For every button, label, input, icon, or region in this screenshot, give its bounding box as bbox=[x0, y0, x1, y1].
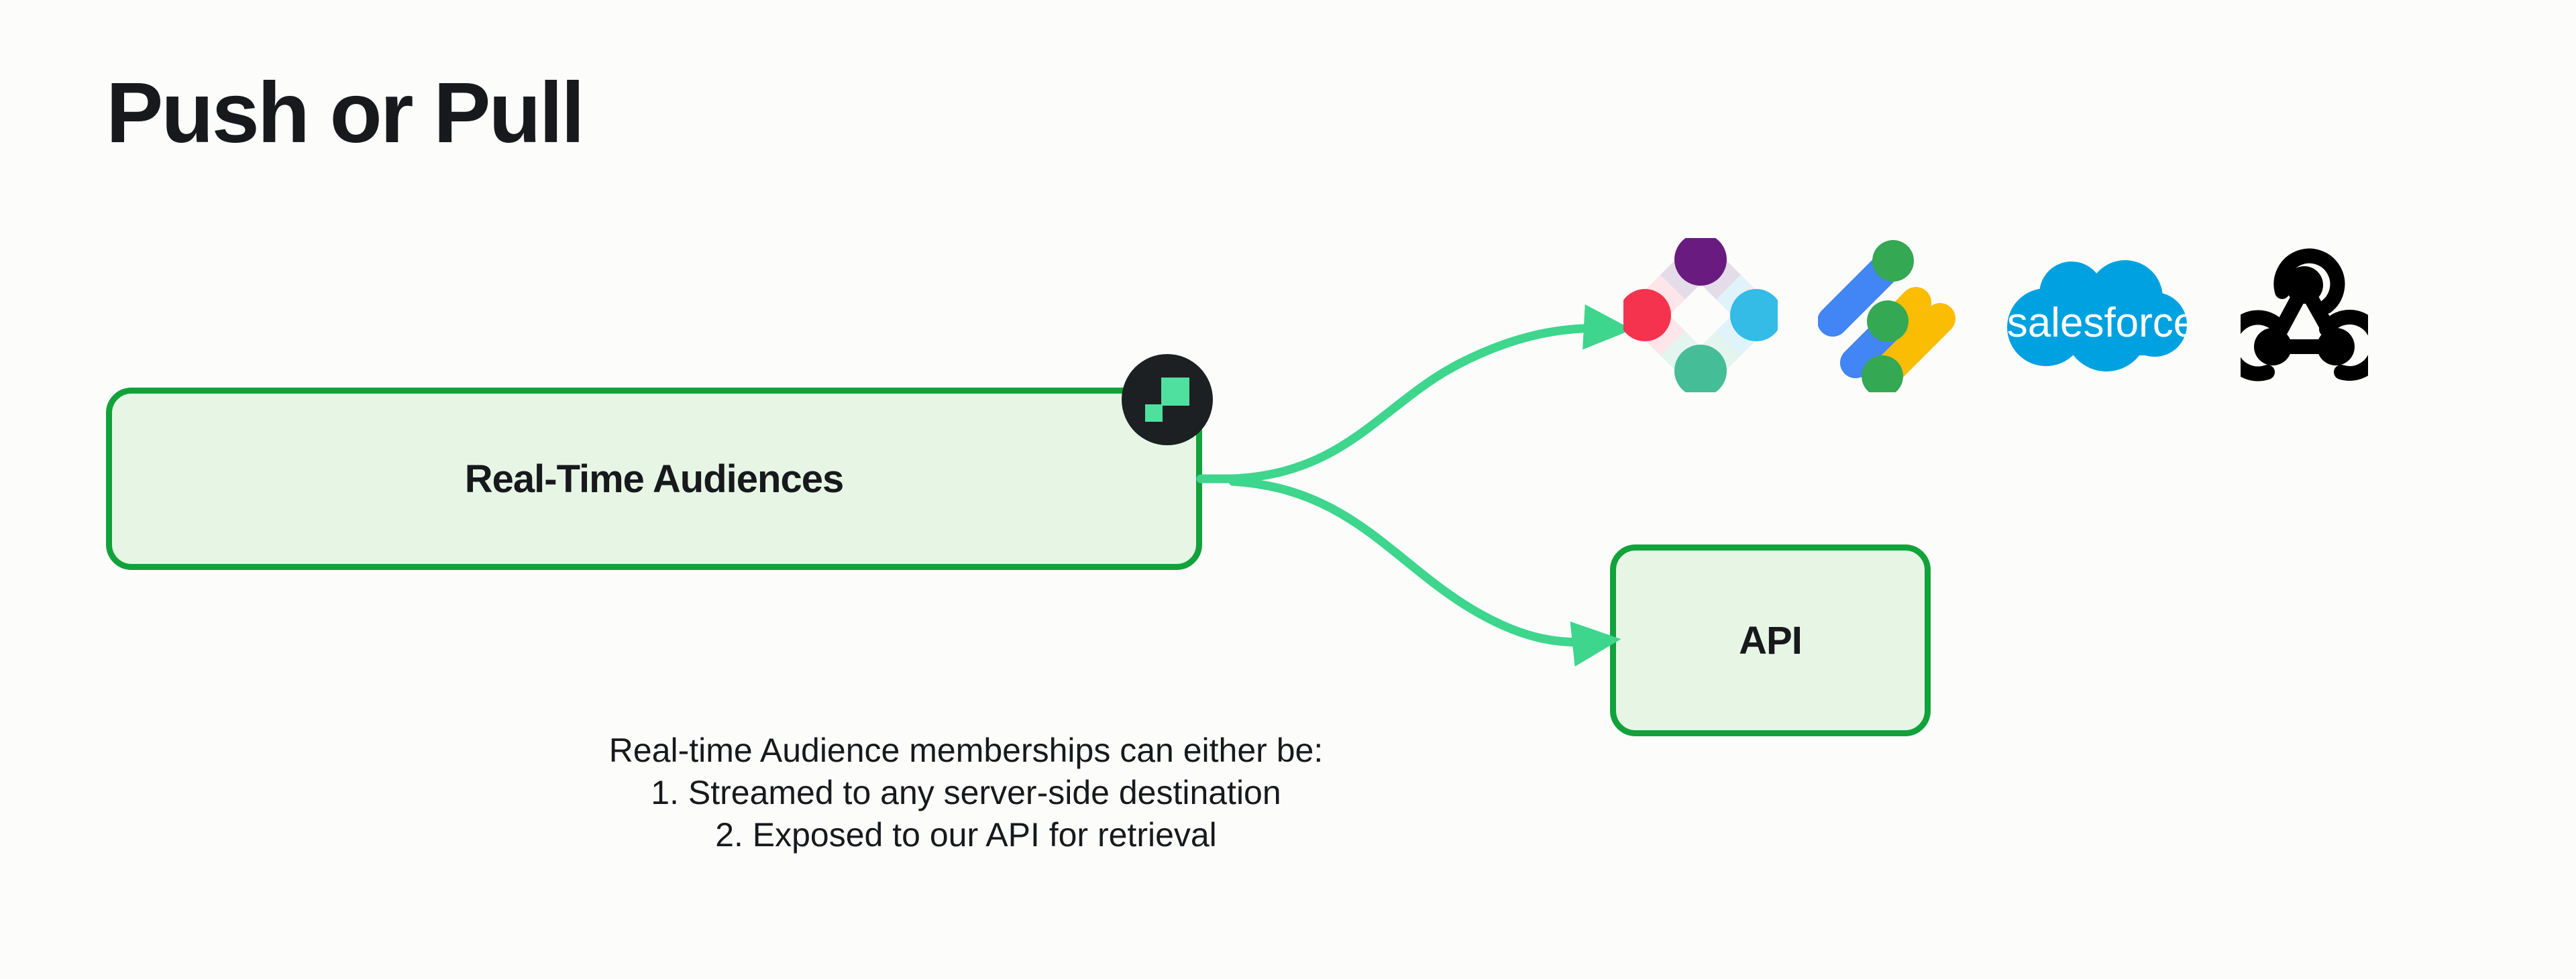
caption-intro: Real-time Audience memberships can eithe… bbox=[608, 732, 1324, 769]
node-real-time-audiences[interactable]: Real-Time Audiences bbox=[106, 388, 1202, 570]
destination-logo-row: salesforce bbox=[1623, 231, 2388, 399]
google-ads-logo-icon bbox=[1818, 240, 1955, 392]
amplitude-logo-icon bbox=[1122, 354, 1213, 445]
destination-google-ads[interactable] bbox=[1818, 238, 1966, 392]
caption-item-1: 1. Streamed to any server-side destinati… bbox=[651, 774, 1281, 811]
amplitude-squares-glyph bbox=[1145, 378, 1189, 422]
salesforce-logo-icon: salesforce bbox=[2007, 260, 2197, 371]
caption-block: Real-time Audience memberships can eithe… bbox=[443, 730, 1489, 856]
destination-salesforce[interactable]: salesforce bbox=[2006, 255, 2200, 376]
connector-to-destinations bbox=[1228, 304, 1633, 483]
webhook-logo-icon bbox=[2241, 248, 2368, 382]
caption-item-2: 2. Exposed to our API for retrieval bbox=[715, 816, 1217, 854]
destination-braze[interactable] bbox=[1623, 238, 1778, 392]
node-real-time-audiences-label: Real-Time Audiences bbox=[464, 457, 844, 501]
page-title: Push or Pull bbox=[106, 65, 585, 161]
braze-logo-icon bbox=[1623, 238, 1778, 392]
connector-to-api bbox=[1228, 477, 1621, 667]
destination-webhooks[interactable] bbox=[2241, 245, 2368, 386]
salesforce-wordmark: salesforce bbox=[2007, 300, 2197, 346]
node-api[interactable]: API bbox=[1610, 544, 1931, 736]
node-api-label: API bbox=[1739, 618, 1803, 663]
